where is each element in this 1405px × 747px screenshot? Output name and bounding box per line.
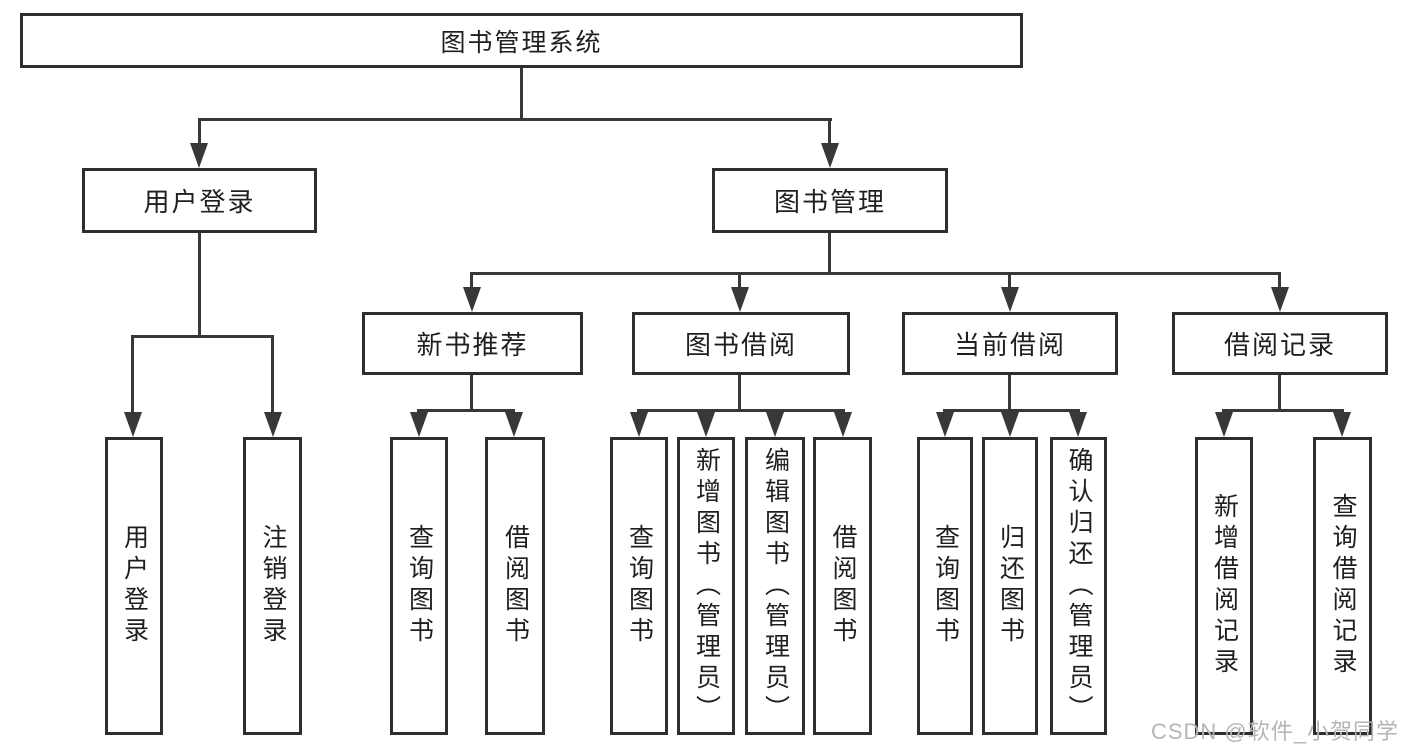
leaf-bb-borrow-books: 借阅图书 xyxy=(813,437,872,735)
connector-nbr-rail xyxy=(417,409,515,412)
arrow-down-icon xyxy=(410,412,428,437)
node-book-management: 图书管理 xyxy=(712,168,948,233)
arrow-down-icon xyxy=(936,412,954,437)
arrow-down-icon xyxy=(463,287,481,312)
arrow-down-icon xyxy=(190,143,208,168)
arrow-down-icon xyxy=(1215,412,1233,437)
arrow-down-icon xyxy=(1001,287,1019,312)
connector-level1-rail xyxy=(198,118,832,121)
connector-user-login-stem xyxy=(198,233,201,335)
leaf-nbr-query-books: 查询图书 xyxy=(390,437,448,735)
arrow-down-icon xyxy=(1001,412,1019,437)
arrow-down-icon xyxy=(1069,412,1087,437)
connector-br-stem xyxy=(1278,375,1281,409)
arrow-down-icon xyxy=(697,412,715,437)
node-current-borrow: 当前借阅 xyxy=(902,312,1118,375)
leaf-bb-edit-books-admin: 编辑图书（管理员） xyxy=(745,437,805,735)
connector-cb-rail xyxy=(943,409,1080,412)
leaf-logout: 注销登录 xyxy=(243,437,302,735)
connector-to-leaf-login xyxy=(131,335,134,415)
arrow-down-icon xyxy=(766,412,784,437)
node-new-book-recommend: 新书推荐 xyxy=(362,312,583,375)
arrow-down-icon xyxy=(834,412,852,437)
connector-to-book-borrow xyxy=(738,272,741,290)
node-borrow-records: 借阅记录 xyxy=(1172,312,1388,375)
leaf-nbr-borrow-books: 借阅图书 xyxy=(485,437,545,735)
connector-to-current-borrow xyxy=(1008,272,1011,290)
connector-to-user-login xyxy=(198,118,201,148)
leaf-cb-return-books: 归还图书 xyxy=(982,437,1038,735)
connector-to-new-book-rec xyxy=(470,272,473,290)
arrow-down-icon xyxy=(264,412,282,437)
connector-level2-rail xyxy=(470,272,1281,275)
connector-to-borrow-records xyxy=(1278,272,1281,290)
connector-br-rail xyxy=(1222,409,1344,412)
leaf-br-query-record: 查询借阅记录 xyxy=(1313,437,1372,735)
node-user-login: 用户登录 xyxy=(82,168,317,233)
leaf-cb-query-books: 查询图书 xyxy=(917,437,973,735)
arrow-down-icon xyxy=(630,412,648,437)
connector-cb-stem xyxy=(1008,375,1011,409)
leaf-bb-query-books: 查询图书 xyxy=(610,437,668,735)
arrow-down-icon xyxy=(124,412,142,437)
connector-to-leaf-logout xyxy=(271,335,274,415)
arrow-down-icon xyxy=(1333,412,1351,437)
connector-bb-rail xyxy=(637,409,845,412)
leaf-br-add-record: 新增借阅记录 xyxy=(1195,437,1253,735)
csdn-watermark: CSDN @软件_小贺同学 xyxy=(1150,719,1399,744)
arrow-down-icon xyxy=(505,412,523,437)
leaf-cb-confirm-return-admin: 确认归还（管理员） xyxy=(1050,437,1107,735)
connector-nbr-stem xyxy=(470,375,473,409)
arrow-down-icon xyxy=(821,143,839,168)
connector-bb-stem xyxy=(738,375,741,409)
connector-root-stem xyxy=(520,68,523,118)
connector-book-mgmt-stem xyxy=(828,233,831,272)
node-root-system: 图书管理系统 xyxy=(20,13,1023,68)
connector-to-book-mgmt xyxy=(828,118,831,148)
arrow-down-icon xyxy=(731,287,749,312)
connector-user-login-rail xyxy=(131,335,274,338)
node-book-borrow: 图书借阅 xyxy=(632,312,850,375)
leaf-bb-add-books-admin: 新增图书（管理员） xyxy=(677,437,735,735)
arrow-down-icon xyxy=(1271,287,1289,312)
leaf-user-login: 用户登录 xyxy=(105,437,163,735)
